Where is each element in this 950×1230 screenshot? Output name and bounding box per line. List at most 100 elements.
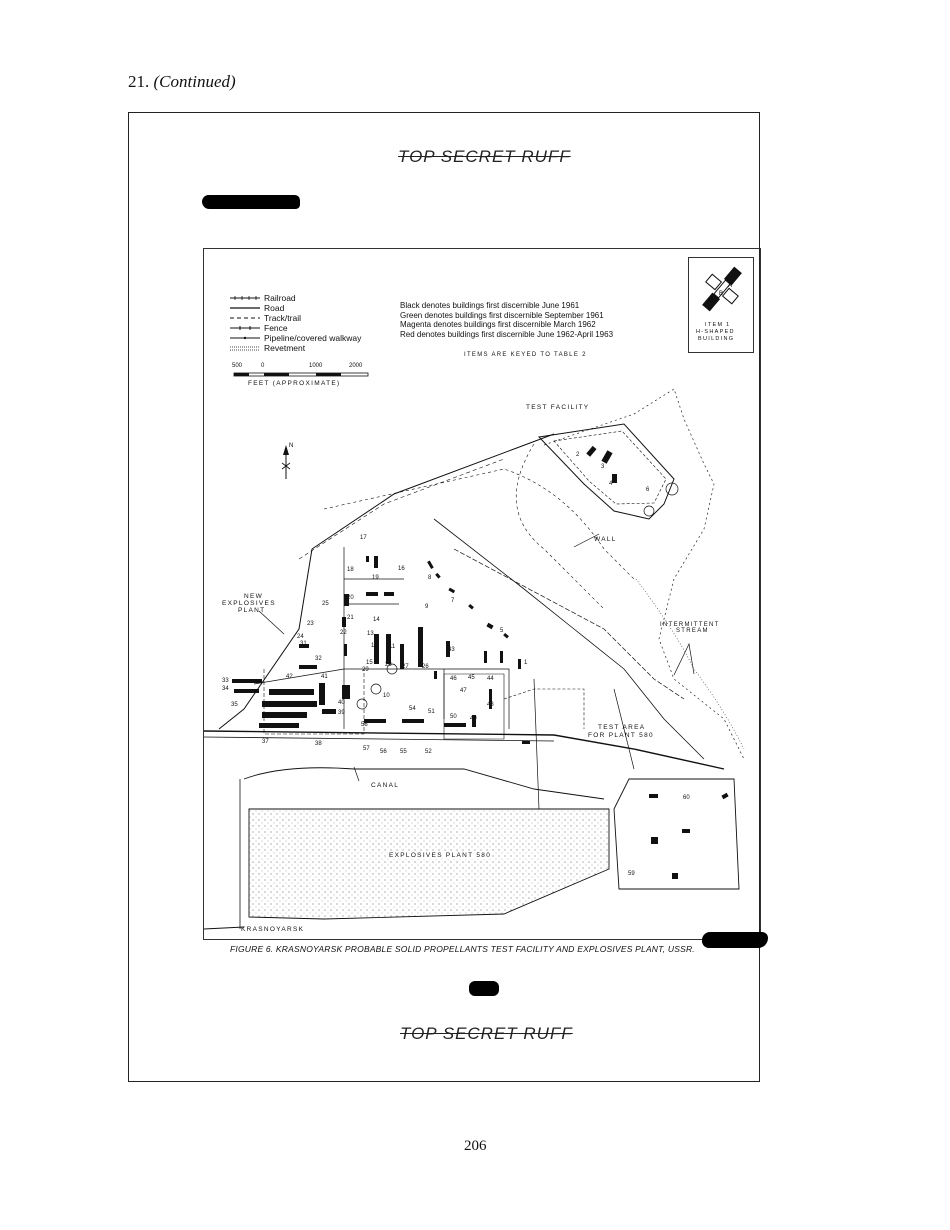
item-letter-c: C <box>709 298 714 304</box>
test-area-building <box>672 873 678 879</box>
building-number: 37 <box>262 739 269 745</box>
building-number: 1 <box>524 660 528 666</box>
building-number: 13 <box>367 631 374 637</box>
building-number: 21 <box>347 615 354 621</box>
label-explosives-plant-580: EXPLOSIVES PLANT 580 <box>388 852 493 859</box>
building-number: 9 <box>425 604 429 610</box>
building-number: 2 <box>576 452 580 458</box>
label-test-area-2: FOR PLANT 580 <box>588 732 654 739</box>
building-number: 12 <box>371 643 378 649</box>
legend-item-revetment: Revetment <box>230 343 361 353</box>
scale-tick-label: 500 <box>232 363 243 369</box>
label-krasnoyarsk: KRASNOYARSK <box>241 926 305 933</box>
building-number: 28 <box>385 662 392 668</box>
test-building <box>612 474 617 483</box>
building-number: 40 <box>338 700 345 706</box>
test-area-building <box>651 837 658 844</box>
building-number: 45 <box>468 675 475 681</box>
label-test-area-1: TEST AREA <box>598 724 646 731</box>
building-number: 20 <box>347 595 354 601</box>
plant-fence <box>443 673 505 740</box>
item-box-line1: ITEM 1 <box>705 322 731 328</box>
section-number: 21. <box>128 72 150 91</box>
building-number: 19 <box>372 575 379 581</box>
plant-fence <box>263 669 365 735</box>
document-frame <box>128 112 760 1082</box>
building-number: 26 <box>422 664 429 670</box>
legend-item-railroad: Railroad <box>230 293 361 303</box>
scale-bar-graphic <box>233 372 369 377</box>
test-area-building <box>682 829 690 833</box>
building-number: 7 <box>451 598 455 604</box>
main-road-2 <box>298 458 505 560</box>
building-number: 27 <box>402 664 409 670</box>
building-number: 50 <box>450 714 457 720</box>
building-number: 38 <box>315 741 322 747</box>
north-label: N <box>289 443 293 449</box>
building-number: 51 <box>428 709 435 715</box>
track <box>323 468 635 580</box>
items-keyed-note: ITEMS ARE KEYED TO TABLE 2 <box>464 352 587 358</box>
building-number: 52 <box>425 749 432 755</box>
test-area-boundary <box>613 778 740 890</box>
test-area-building <box>721 792 729 800</box>
redaction-bar-bottom <box>469 981 499 996</box>
building-number: 36 <box>290 713 297 719</box>
h-shaped-building-icon: C B A <box>702 266 742 312</box>
building-number: 31 <box>300 641 307 647</box>
plant-road <box>344 668 510 729</box>
building-number: 60 <box>683 795 690 801</box>
building-number: 43 <box>448 647 455 653</box>
building-number: 33 <box>222 678 229 684</box>
building-number: 58 <box>361 722 368 728</box>
label-new-explosives-3: PLANT <box>238 607 266 614</box>
building-number: 59 <box>628 871 635 877</box>
fence-line <box>453 548 685 700</box>
building-number: 15 <box>366 660 373 666</box>
canal-road <box>243 767 605 800</box>
color-note-black: Black denotes buildings first discernibl… <box>400 301 580 310</box>
test-building <box>601 450 613 464</box>
intermittent-stream <box>635 578 745 750</box>
page-number: 206 <box>464 1138 487 1154</box>
building-number: 34 <box>222 686 229 692</box>
building-number: 24 <box>297 634 304 640</box>
color-note-red: Red denotes buildings first discernible … <box>400 329 614 339</box>
classification-marking-bottom: TOP SECRET RUFF <box>400 1024 573 1043</box>
legend-label: Road <box>264 303 285 313</box>
item-letter-a: A <box>728 283 732 289</box>
legend-item-road: Road <box>230 303 361 313</box>
building-number: 18 <box>347 567 354 573</box>
railroad <box>204 736 555 742</box>
explosives-plant-area <box>248 808 610 920</box>
stream-pointer <box>673 642 695 676</box>
building-number: 8 <box>428 575 432 581</box>
building-number: 46 <box>450 676 457 682</box>
classification-marking-top: TOP SECRET RUFF <box>398 147 571 166</box>
test-area-building <box>649 794 658 798</box>
building-number: 55 <box>400 749 407 755</box>
scale-tick-label: 1000 <box>309 363 323 369</box>
building-number: 54 <box>409 706 416 712</box>
label-test-facility: TEST FACILITY <box>526 404 590 411</box>
fence-line <box>433 518 705 760</box>
test-facility-inner <box>553 430 667 505</box>
krasnoyarsk-road <box>204 926 245 930</box>
label-intermittent-2: STREAM <box>676 628 709 634</box>
legend-label: Fence <box>264 323 288 333</box>
building-number: 5 <box>500 628 504 634</box>
railroad <box>204 730 725 770</box>
building-number: 42 <box>286 674 293 680</box>
building-number: 32 <box>315 656 322 662</box>
legend-item-fence: Fence <box>230 323 361 333</box>
building-number: 48 <box>487 702 494 708</box>
redaction-bar-top <box>202 195 300 209</box>
building-number: 3 <box>601 464 605 470</box>
legend-item-track: Track/trail <box>230 313 361 323</box>
building-number: 23 <box>307 621 314 627</box>
legend-item-pipeline: Pipeline/covered walkway <box>230 333 361 343</box>
test-area-road <box>503 688 585 729</box>
scale-tick-label: 2000 <box>349 363 363 369</box>
plant-580-road <box>533 678 635 810</box>
building-number: 39 <box>338 710 345 716</box>
